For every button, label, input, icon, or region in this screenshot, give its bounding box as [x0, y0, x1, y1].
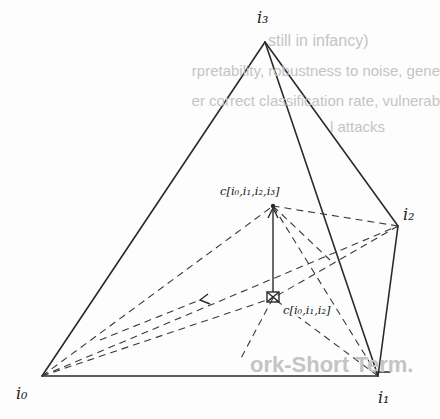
- vertex-label: c[i₀,i₁,i₂]: [283, 303, 331, 317]
- vertex-label: i₁: [378, 388, 390, 407]
- watermark-text: ork-Short Term.: [250, 352, 413, 378]
- vertex-label: c[i₀,i₁,i₂,i₃]: [220, 184, 280, 198]
- vertex-label: i₂: [403, 205, 415, 224]
- watermark-text: still in infancy): [268, 32, 368, 50]
- watermark-text: l attacks: [330, 118, 385, 135]
- vertex-label: i₃: [257, 8, 269, 27]
- vertex-label: i₀: [16, 384, 28, 403]
- watermark-text: rpretability, robustness to noise, gene: [192, 62, 440, 79]
- watermark-text: er correct classification rate, vulnerab: [192, 92, 440, 109]
